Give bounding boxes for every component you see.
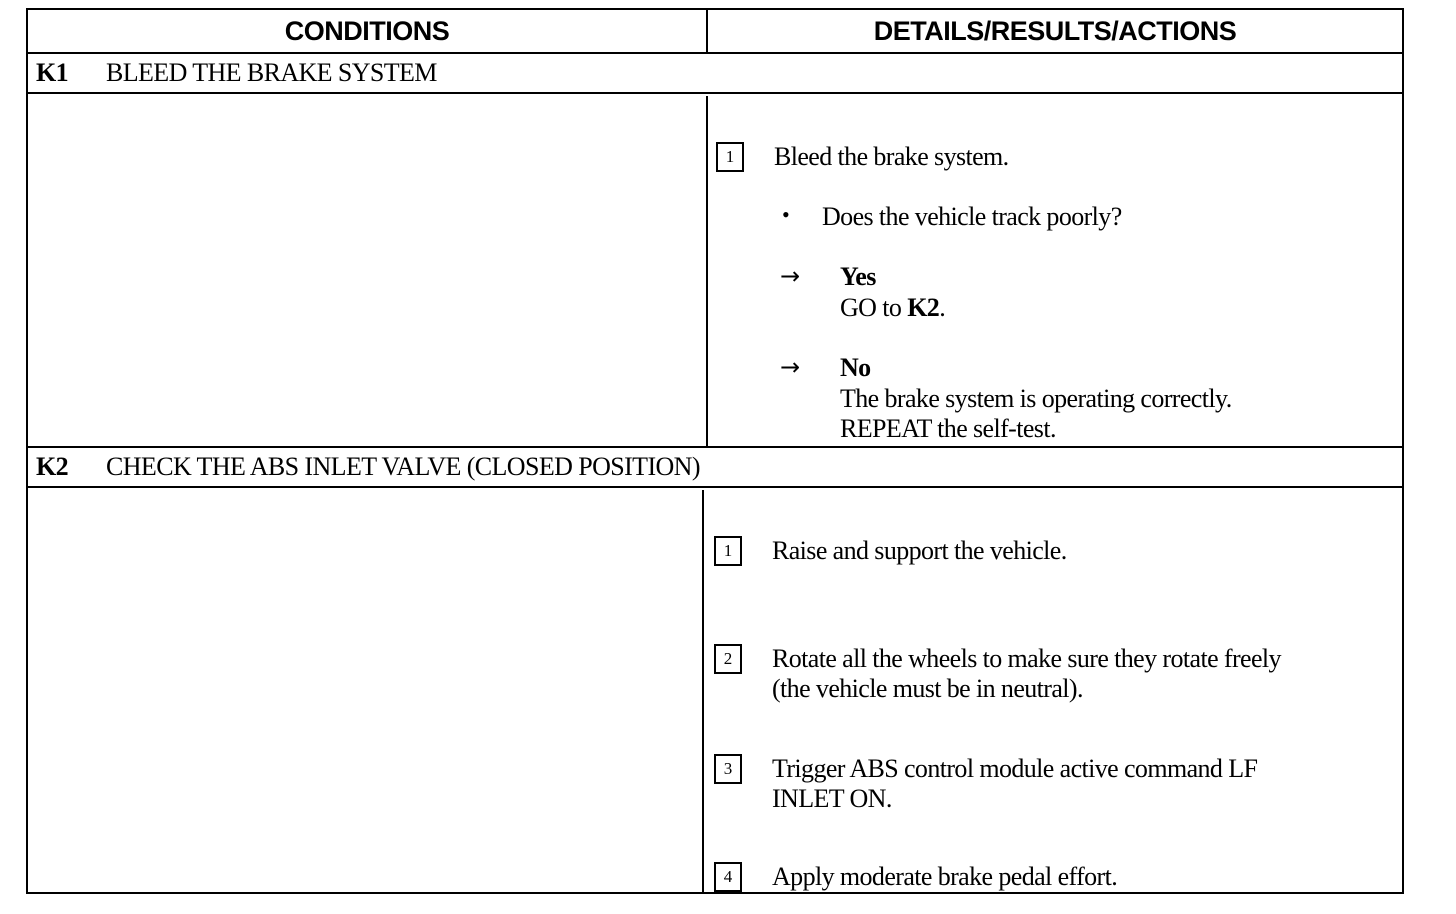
k2-step-4-number-box: 4: [714, 862, 742, 892]
k1-yes-go: GO to: [840, 293, 908, 322]
header-conditions: CONDITIONS: [284, 15, 450, 46]
k1-yes-label: Yes: [840, 262, 876, 291]
table-header: CONDITIONS DETAILS/RESULTS/ACTIONS: [28, 10, 1402, 54]
k1-divider: [706, 96, 708, 448]
k2-step-2-number-box: 2: [714, 644, 742, 674]
arrow-right-icon: →: [780, 353, 801, 381]
arrow-right-icon: →: [780, 262, 801, 290]
k1-body: 1 Bleed the brake system. • Does the veh…: [28, 96, 1402, 448]
k1-step-text: Bleed the brake system.: [774, 142, 1009, 171]
k2-title: CHECK THE ABS INLET VALVE (CLOSED POSITI…: [106, 452, 701, 481]
k1-title-row: K1 BLEED THE BRAKE SYSTEM: [28, 54, 1402, 94]
k1-no-line1: The brake system is operating correctly.: [840, 384, 1232, 413]
k2-body: 1 Raise and support the vehicle. 2 Rotat…: [28, 490, 1402, 892]
k1-step-number-box: 1: [716, 142, 744, 172]
k2-divider: [702, 490, 704, 892]
header-divider: [706, 10, 708, 52]
k2-step-1-text: Raise and support the vehicle.: [772, 536, 1067, 565]
k1-id: K1: [36, 58, 69, 87]
header-details: DETAILS/RESULTS/ACTIONS: [873, 15, 1237, 46]
k1-title: BLEED THE BRAKE SYSTEM: [106, 58, 437, 87]
k2-step-2-line2: (the vehicle must be in neutral).: [772, 674, 1083, 703]
diagnostic-table: CONDITIONS DETAILS/RESULTS/ACTIONS K1 BL…: [26, 8, 1404, 894]
k1-question: Does the vehicle track poorly?: [822, 202, 1122, 231]
k1-no-line2: REPEAT the self-test.: [840, 414, 1056, 443]
k1-no-label: No: [840, 353, 871, 382]
bullet-icon: •: [782, 202, 790, 227]
k2-step-3-line2: INLET ON.: [772, 784, 892, 813]
k2-step-2-line1: Rotate all the wheels to make sure they …: [772, 644, 1282, 673]
k2-step-4-text: Apply moderate brake pedal effort.: [772, 862, 1118, 891]
k2-title-row: K2 CHECK THE ABS INLET VALVE (CLOSED POS…: [28, 448, 1402, 488]
k1-yes-target: K2: [907, 293, 940, 322]
k2-step-3-number-box: 3: [714, 754, 742, 784]
k2-step-1-number-box: 1: [714, 536, 742, 566]
k1-yes-period: .: [939, 293, 946, 322]
k2-step-3-line1: Trigger ABS control module active comman…: [772, 754, 1258, 783]
k1-yes-action: GO to K2.: [840, 293, 946, 323]
k2-id: K2: [36, 452, 69, 481]
